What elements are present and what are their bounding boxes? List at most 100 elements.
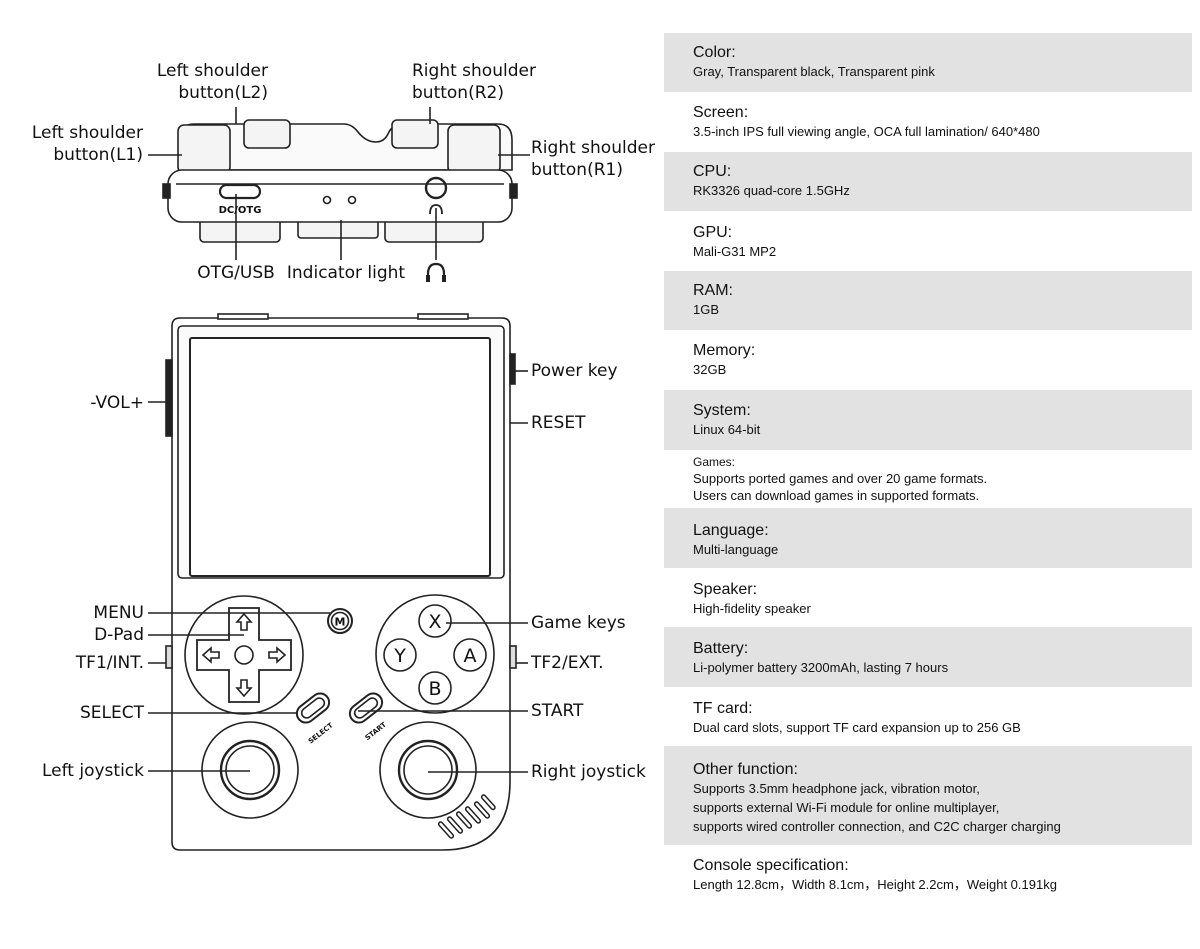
spec-row-system: System: Linux 64-bit [664,390,1192,450]
label-vol: -VOL+ [90,393,144,413]
label-start: START [531,701,584,721]
spec-value: RK3326 quad-core 1.5GHz [693,183,850,198]
label-line: Right shoulder [412,61,536,81]
spec-value: High-fidelity speaker [693,601,811,616]
label-line: button(L1) [53,145,143,165]
x-label: X [428,611,441,633]
label-indicator-light: Indicator light [286,263,406,283]
spec-value: Multi-language [693,542,779,557]
menu-button [327,608,353,634]
device-drawing: DC/OTG M X Y A B SELECT START [148,107,530,851]
spec-value: 3.5-inch IPS full viewing angle, OCA ful… [693,124,1040,139]
screen [189,337,491,577]
label-line: button(R1) [531,160,623,180]
spec-row-console-specification: Console specification: Length 12.8cm，Wid… [664,845,1192,905]
headphone-jack [424,176,448,200]
spec-row-other-function: Other function: Supports 3.5mm headphone… [664,746,1192,845]
dpad-cross [196,607,292,703]
indicator-light [322,195,332,205]
a-label: A [464,645,477,667]
power-key [509,353,516,385]
spec-value: Linux 64-bit [693,422,761,437]
spec-row-language: Language: Multi-language [664,508,1192,568]
y-button [383,638,417,672]
label-left-joystick: Left joystick [41,761,144,781]
spec-row-speaker: Speaker: High-fidelity speaker [664,568,1192,627]
spec-row-ram: RAM: 1GB [664,271,1192,330]
spec-title: Screen: [693,104,749,121]
label-menu: MENU [93,603,144,623]
front-view-console [165,313,517,851]
spec-value: Mali-G31 MP2 [693,244,777,259]
label-line: button(R2) [412,83,504,103]
l1-button [177,124,231,174]
spec-row-cpu: CPU: RK3326 quad-core 1.5GHz [664,152,1192,211]
spec-title: Console specification: [693,857,849,874]
face-button-ring [375,594,495,714]
dc-otg-marking: DC/OTG [219,205,262,216]
a-button [453,638,487,672]
up-arrow-icon [235,612,253,631]
spec-title: CPU: [693,163,732,180]
spec-title: Other function: [693,761,798,778]
label-reset: RESET [531,413,586,433]
spec-value: Users can download games in supported fo… [693,488,980,503]
spec-value: supports wired controller connection, an… [693,819,1061,834]
top-view-console [162,119,518,243]
vol-key [165,359,173,437]
spec-row-memory: Memory: 32GB [664,330,1192,390]
spec-table: Color: Gray, Transparent black, Transpar… [664,33,1192,905]
label-tf2: TF2/EXT. [531,653,604,673]
spec-value: 32GB [693,362,727,377]
spec-value: Dual card slots, support TF card expansi… [693,720,1021,735]
spec-title: Language: [693,522,769,539]
label-line: Right shoulder [531,138,655,158]
spec-title: System: [693,402,751,419]
spec-title: Speaker: [693,581,758,598]
speaker-grille [437,794,496,839]
spec-title: GPU: [693,224,733,241]
right-joystick [379,721,477,819]
l2-button [243,119,291,149]
menu-glyph: M [335,616,346,629]
spec-title: Memory: [693,342,756,359]
r1-button [447,124,501,174]
spec-value: Gray, Transparent black, Transparent pin… [693,64,935,79]
b-button [418,671,452,705]
b-label: B [428,678,441,700]
left-arrow-icon [201,646,220,664]
right-arrow-icon [268,646,287,664]
spec-title: Games: [693,455,736,469]
label-line: Left shoulder [156,61,268,81]
spec-value: Li-polymer battery 3200mAh, lasting 7 ho… [693,660,949,675]
spec-title: Battery: [693,640,749,657]
indicator-light [347,195,357,205]
r2-button [391,119,439,149]
left-joystick [201,721,299,819]
spec-value: Length 12.8cm，Width 8.1cm，Height 2.2cm，W… [693,877,1057,892]
label-tf1: TF1/INT. [75,653,144,673]
x-button [418,604,452,638]
spec-row-gpu: GPU: Mali-G31 MP2 [664,211,1192,271]
label-otg-usb: OTG/USB [197,263,275,283]
label-select: SELECT [80,703,144,723]
spec-value: Supports ported games and over 20 game f… [693,471,988,486]
dc-otg-port [218,183,262,200]
label-right-joystick: Right joystick [531,762,646,782]
device-diagram: DC/OTG M X Y A B SELECT START Left shoul… [32,60,655,851]
spec-value: supports external Wi-Fi module for onlin… [693,800,1000,815]
spec-row-color: Color: Gray, Transparent black, Transpar… [664,33,1192,92]
spec-title: Color: [693,44,736,61]
label-line: button(L2) [178,83,268,103]
spec-title: TF card: [693,700,753,717]
start-button [348,692,384,724]
label-line: Left shoulder [31,123,143,143]
select-button [295,692,331,724]
spec-row-battery: Battery: Li-polymer battery 3200mAh, las… [664,627,1192,687]
label-game-keys: Game keys [531,613,626,633]
spec-row-games: Games: Supports ported games and over 20… [664,450,1192,508]
y-label: Y [393,645,406,667]
